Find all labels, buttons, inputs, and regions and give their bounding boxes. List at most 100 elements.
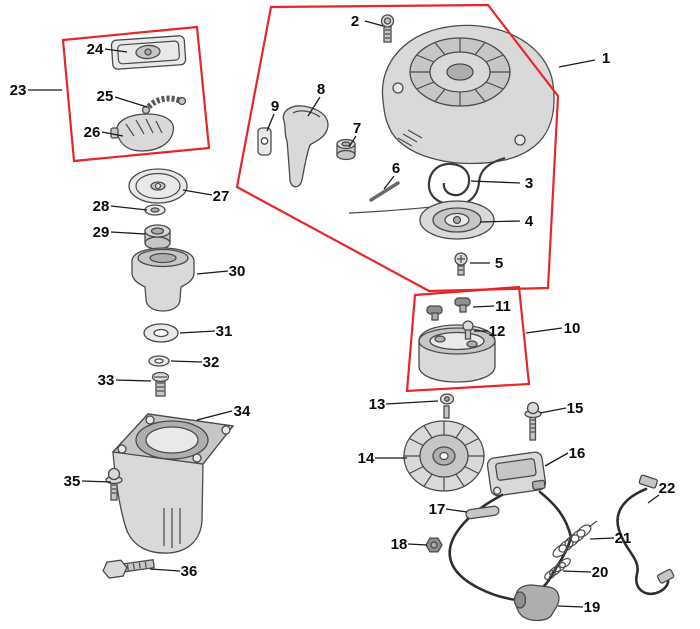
leader-30: [196, 270, 229, 275]
leader-28: [110, 205, 148, 211]
callout-6-label: 6: [392, 160, 400, 177]
callout-26-label: 26: [84, 124, 101, 141]
leader-16: [544, 452, 569, 467]
leader-29: [110, 231, 146, 235]
leader-20: [562, 570, 592, 573]
leader-3: [470, 180, 521, 184]
part-30-starter-cup: [131, 247, 195, 312]
callout-23-label: 23: [10, 82, 27, 99]
callout-8-label: 8: [317, 81, 325, 98]
part-1-fan-cover: [381, 24, 555, 165]
part-4-starter-pulley: [419, 200, 495, 240]
callout-10-label: 10: [564, 320, 581, 337]
leader-35: [81, 480, 112, 483]
group-box-grommets: [405, 285, 531, 393]
part-36-bolt: [102, 558, 155, 579]
leader-26: [101, 131, 124, 137]
part-22-wire-harness: [616, 474, 675, 596]
leader-24: [104, 48, 128, 53]
callout-25-label: 25: [97, 88, 114, 105]
callout-15-label: 15: [567, 400, 584, 417]
part-33-screw: [151, 371, 170, 397]
leader-34: [196, 410, 233, 421]
part-27-friction-plate: [128, 168, 188, 204]
callout-18-label: 18: [391, 536, 408, 553]
leader-4: [479, 220, 521, 223]
callout-19-label: 19: [584, 599, 601, 616]
callout-4-label: 4: [525, 213, 534, 230]
callout-12-label: 12: [489, 323, 506, 340]
leader-33: [115, 379, 152, 382]
part-6-pin: [369, 181, 400, 202]
callout-21-label: 21: [615, 530, 632, 547]
callout-20-label: 20: [592, 564, 609, 581]
leader-19: [557, 605, 584, 608]
part-20-spring: [544, 557, 571, 581]
callout-5-label: 5: [495, 255, 503, 272]
callout-24-label: 24: [87, 41, 104, 58]
leader-27: [182, 189, 213, 196]
part-5-screw: [454, 252, 468, 276]
callout-34-label: 34: [234, 403, 251, 420]
group-box-recoil-starter: [235, 3, 560, 293]
part-31-washer: [143, 323, 179, 343]
group-box-air-cleaner: [61, 25, 211, 163]
part-10-canister: [418, 324, 496, 383]
callout-labels: 1 2 3 4 5 6 7 8 9 10 11 12 13 14 15 16 1…: [10, 13, 676, 616]
callout-3-label: 3: [525, 175, 533, 192]
part-14-flywheel-fan: [403, 420, 485, 492]
callout-22-label: 22: [659, 480, 676, 497]
callout-33-label: 33: [98, 372, 115, 389]
leader-21: [589, 537, 615, 540]
part-24-air-cleaner-cover: [110, 35, 187, 70]
part-11-caps: [426, 297, 471, 321]
callout-29-label: 29: [93, 224, 110, 241]
callout-30-label: 30: [229, 263, 246, 280]
leader-8: [307, 96, 321, 117]
part-15-bolt: [524, 401, 542, 441]
leader-32: [170, 360, 203, 363]
callout-1-label: 1: [602, 50, 610, 67]
leader-lines: [28, 20, 660, 608]
part-32-washer: [148, 355, 170, 367]
part-13-nut: [439, 393, 455, 419]
part-25-pawl: [141, 95, 187, 115]
part-26-filter-element: [110, 113, 175, 152]
callout-11-label: 11: [495, 298, 511, 315]
callout-35-label: 35: [64, 473, 81, 490]
part-9-rope-guide: [257, 127, 272, 156]
part-12-screw: [462, 320, 474, 340]
leader-11: [472, 305, 495, 308]
callout-27-label: 27: [213, 188, 230, 205]
callout-17-label: 17: [429, 501, 446, 518]
leader-7: [348, 135, 357, 148]
part-7-bushing: [336, 138, 356, 161]
starter-rope: [348, 206, 434, 214]
part-2-bolt: [380, 14, 395, 43]
leader-2: [364, 20, 384, 27]
leader-25: [114, 96, 148, 108]
leader-31: [179, 330, 216, 334]
leader-36: [149, 568, 181, 572]
callout-16-label: 16: [569, 445, 586, 462]
leader-22: [647, 494, 660, 504]
leader-15: [539, 407, 567, 414]
part-17-pin: [465, 505, 500, 520]
leader-1: [558, 59, 596, 68]
leader-6: [383, 175, 395, 190]
callout-36-label: 36: [181, 563, 198, 580]
part-29-bearing: [144, 224, 171, 250]
part-28-washer: [144, 204, 166, 216]
leader-9: [266, 113, 275, 132]
callout-13-label: 13: [369, 396, 386, 413]
part-8-starter-handle: [282, 105, 329, 188]
leader-13: [385, 400, 439, 405]
part-3-recoil-spring: [427, 156, 506, 207]
callout-31-label: 31: [216, 323, 233, 340]
callout-2-label: 2: [351, 13, 359, 30]
callout-32-label: 32: [203, 354, 220, 371]
leader-18: [407, 543, 428, 546]
part-19-spark-plug-cap: [513, 584, 560, 622]
leader-17: [445, 508, 468, 513]
